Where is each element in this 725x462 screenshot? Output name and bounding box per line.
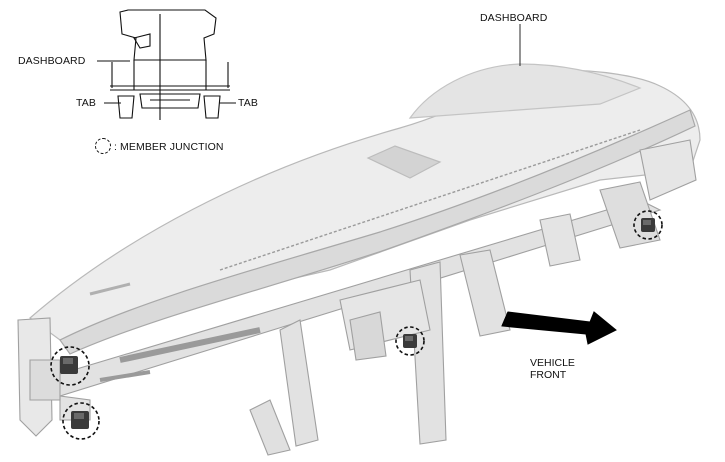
inset-leader-lines [97, 60, 236, 104]
member-junction-left-lower [62, 402, 100, 440]
member-junction-markers [50, 210, 663, 440]
member-junction-legend-label: : MEMBER JUNCTION [114, 141, 224, 153]
vehicle-front-line1: VEHICLE [530, 357, 575, 369]
dashboard-main-label: DASHBOARD [480, 12, 548, 24]
member-junction-left-upper [50, 346, 90, 386]
clip-detail-drawing [110, 9, 230, 120]
dashboard-upper-shell [29, 63, 701, 355]
vehicle-front-arrow [501, 311, 617, 345]
vehicle-front-line2: FRONT [530, 369, 567, 382]
dashboard-lower-frame [17, 139, 697, 456]
vehicle-front-label: VEHICLE FRONT [530, 357, 575, 381]
tab-right-label: TAB [238, 97, 258, 109]
tab-left-label: TAB [76, 97, 96, 109]
dashboard-detail-label: DASHBOARD [18, 55, 86, 67]
member-junction-right [633, 210, 663, 240]
member-junction-legend-icon [95, 138, 111, 154]
member-junction-center [395, 326, 425, 356]
